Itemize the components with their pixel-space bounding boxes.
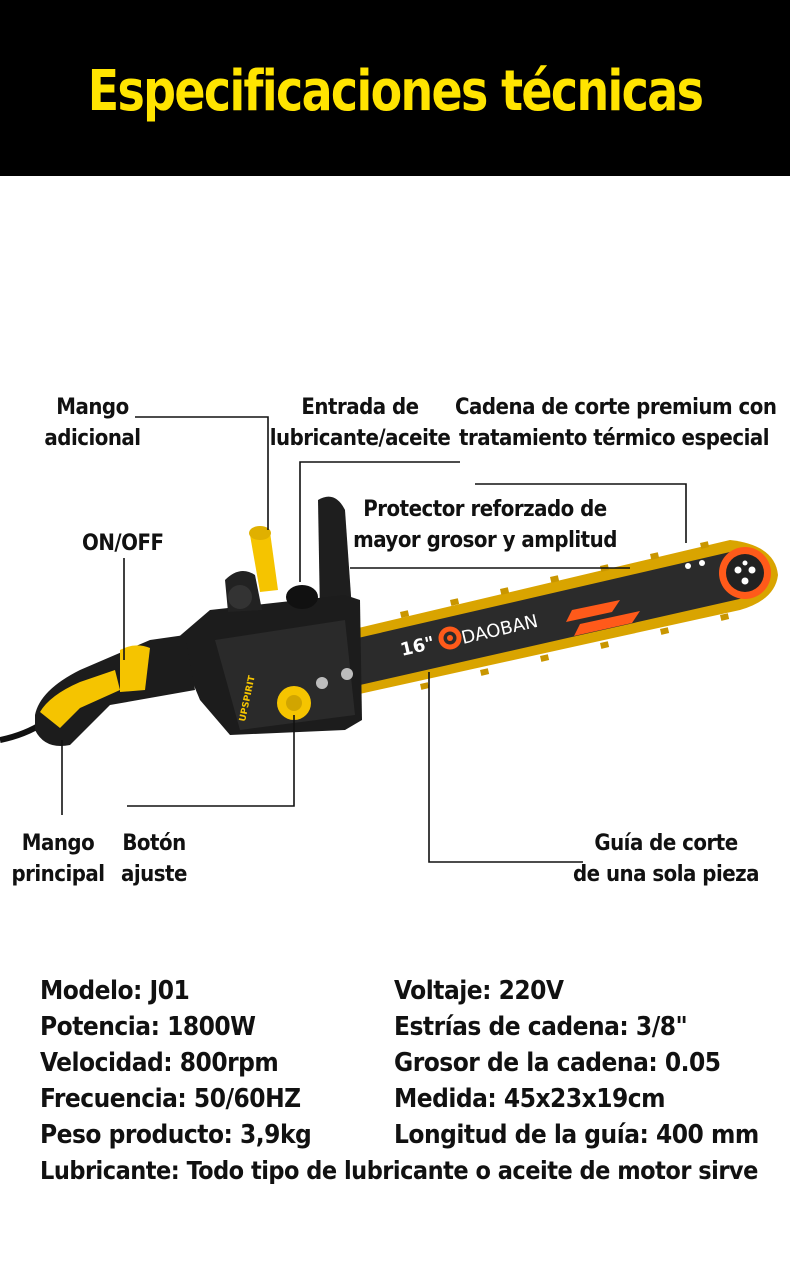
spec-estrias: Estrías de cadena: 3/8" [394, 1012, 688, 1042]
spec-modelo: Modelo: J01 [40, 976, 190, 1006]
callout-entrada-lubricante: Entrada de lubricante/aceite [269, 395, 451, 451]
callout-guia-corte: Guía de corte de una sola pieza [572, 831, 760, 887]
front-handle [250, 532, 278, 592]
callout-protector: Protector reforzado de mayor grosor y am… [353, 497, 617, 553]
callout-cadena-corte: Cadena de corte premium con tratamiento … [455, 395, 777, 451]
spec-lubricante: Lubricante: Todo tipo de lubricante o ac… [40, 1156, 758, 1185]
spec-grosor: Grosor de la cadena: 0.05 [394, 1048, 721, 1078]
spec-peso: Peso producto: 3,9kg [40, 1120, 312, 1150]
rear-handle [35, 635, 195, 746]
spec-voltaje: Voltaje: 220V [394, 976, 564, 1006]
callout-mango-adicional: Mango adicional [44, 395, 141, 451]
spec-frecuencia: Frecuencia: 50/60HZ [40, 1084, 301, 1114]
spec-longitud: Longitud de la guía: 400 mm [394, 1120, 759, 1150]
page-title: Especificaciones técnicas [87, 59, 704, 124]
spec-potencia: Potencia: 1800W [40, 1012, 256, 1042]
header-banner: Especificaciones técnicas [0, 0, 790, 176]
spec-velocidad: Velocidad: 800rpm [40, 1048, 279, 1078]
chain-guard [318, 496, 352, 615]
spec-medida: Medida: 45x23x19cm [394, 1084, 665, 1114]
motor-body: UPSPIRIT [175, 571, 362, 735]
callout-mango-principal: Mango principal [11, 831, 105, 887]
guide-bar [350, 540, 778, 695]
callout-on-off: ON/OFF [82, 531, 164, 556]
callout-boton-ajuste: Botón ajuste [121, 831, 187, 887]
callout-lines [61, 416, 687, 863]
